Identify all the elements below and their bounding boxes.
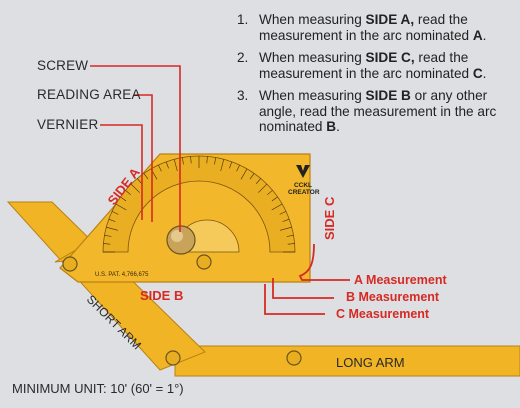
b-measurement-label: B Measurement [346, 290, 440, 304]
arc-tick [120, 196, 127, 202]
rivet [62, 256, 78, 272]
arc-tick [125, 190, 131, 196]
long-arm [174, 345, 520, 377]
c-measurement-leader-line [264, 284, 325, 315]
rivet [286, 350, 302, 366]
instruction-text: When measuring SIDE C, read the measurem… [259, 50, 487, 81]
a-measurement-label: A Measurement [354, 273, 447, 287]
arc-tick [258, 183, 268, 193]
arc-tick [190, 156, 192, 164]
a-measurement-leader-line [298, 243, 350, 281]
short-arm [6, 201, 206, 371]
instruction-item: 3. When measuring SIDE B or any other an… [237, 88, 513, 135]
arc-tick [240, 168, 248, 180]
arc-tick [106, 226, 118, 231]
arc-tick [220, 159, 225, 171]
arc-scale [102, 155, 296, 253]
arc-tick [165, 161, 169, 169]
arc-tick [115, 203, 127, 211]
arc-tick [130, 183, 140, 193]
arc-tick [279, 211, 287, 215]
brand-logo-icon [296, 165, 310, 178]
arc-tick [249, 173, 255, 180]
long-arm-label: LONG ARM [336, 355, 405, 370]
reading-area-callout-label: READING AREA [37, 87, 141, 102]
arc-tick [111, 211, 119, 215]
arc-tick [214, 157, 216, 165]
rivet [196, 254, 212, 270]
arc-tick [108, 218, 116, 222]
vernier-leader-line [100, 124, 143, 220]
arc-tick [271, 203, 283, 211]
minimum-unit-note: MINIMUM UNIT: 10' (60' = 1°) [12, 381, 184, 396]
patent-text: U.S. PAT. 4,766,675 [95, 272, 149, 278]
instruction-number: 3. [237, 88, 249, 103]
screw-highlight [171, 230, 183, 242]
arc-tick [271, 196, 278, 202]
reading-area-leader-line [134, 94, 153, 222]
brand-mark: CCKL CREATOR [288, 182, 320, 196]
arc-tick [182, 157, 184, 165]
brand-line: CCKL [293, 182, 313, 189]
arc-tick [255, 178, 261, 184]
arc-tick [206, 156, 208, 164]
instruction-item: 1. When measuring SIDE A, read the measu… [237, 12, 513, 43]
arc-tick [280, 226, 292, 231]
instruction-number: 2. [237, 50, 249, 65]
c-measurement-label: C Measurement [336, 307, 430, 321]
b-measurement-leader-line [272, 278, 334, 299]
arc-tick [267, 190, 273, 196]
screw-leader-line [90, 65, 181, 232]
arc-tick [229, 161, 233, 169]
screw-callout-label: SCREW [37, 58, 89, 73]
arc-tick [236, 164, 240, 172]
instruction-text: When measuring SIDE A, read the measurem… [259, 12, 487, 43]
instruction-number: 1. [237, 12, 249, 27]
arc-tick [103, 243, 111, 245]
side-b-label: SIDE B [140, 288, 183, 303]
arc-tick [286, 235, 294, 237]
arc-tick [287, 243, 295, 245]
vernier-callout-label: VERNIER [37, 117, 99, 132]
arc-tick [143, 173, 149, 180]
side-c-label: SIDE C [322, 196, 337, 240]
arc-tick [158, 164, 162, 172]
arc-tick [282, 218, 290, 222]
instruction-text: When measuring SIDE B or any other angle… [259, 88, 497, 134]
instruction-item: 2. When measuring SIDE C, read the measu… [237, 50, 513, 81]
rivet [165, 350, 181, 366]
brand-line: CREATOR [288, 189, 320, 196]
arc-tick [173, 159, 178, 171]
arc-tick [104, 235, 112, 237]
arc-tick [137, 178, 143, 184]
instructions-list: 1. When measuring SIDE A, read the measu… [237, 12, 513, 142]
